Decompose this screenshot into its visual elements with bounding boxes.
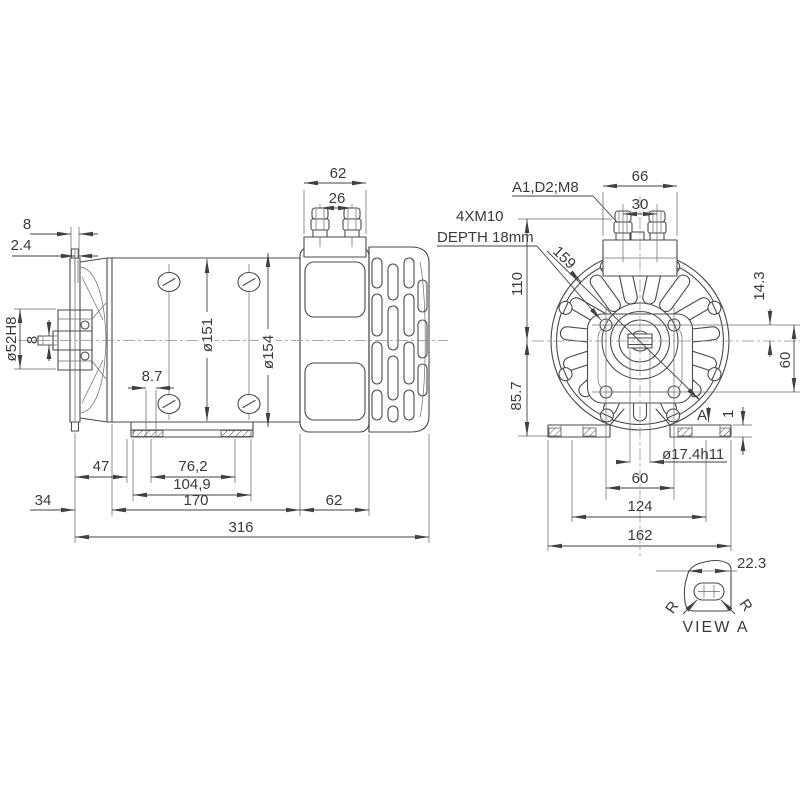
label-tap-size: 4XM10 — [456, 208, 504, 225]
bearing-ball-top — [80, 320, 90, 330]
side-view: 8 2.4 ø52H8 8 ø151 ø154 8.7 — [3, 165, 448, 543]
bearing-ball-bottom — [80, 351, 90, 361]
dim-shaft-dia: ø17.4h11 — [662, 446, 724, 463]
dim-foot-length: 104,9 — [173, 476, 211, 493]
dim-body-dia: ø151 — [199, 318, 216, 352]
view-a-detail: 22.3 R R VIEW A — [656, 555, 766, 636]
dim-shaft-end-width: 22.3 — [737, 555, 766, 572]
dim-spigot-dia: ø52H8 — [3, 316, 20, 361]
keyway-detail — [693, 582, 725, 601]
dim-block-width: 66 — [632, 168, 649, 185]
dim-center-to-foot: 85.7 — [508, 381, 525, 410]
label-terminal-marking: A1,D2;M8 — [512, 179, 579, 196]
dim-fin-dia: 159 — [549, 243, 579, 273]
dim-slot-width: 8.7 — [142, 368, 163, 385]
mounting-foot-side — [130, 421, 254, 438]
dim-flange-gap: 2.4 — [11, 237, 32, 254]
terminal-tab — [630, 231, 645, 241]
dim-flange-to-foot: 47 — [93, 458, 110, 475]
dim-body-length: 170 — [183, 492, 208, 509]
brush-housing — [299, 246, 370, 433]
dim-bell-depth: 34 — [35, 492, 52, 509]
dim-hole-offset: 14.3 — [751, 271, 768, 300]
dim-shaft-tip-dia: 8 — [24, 336, 41, 344]
mounting-feet-front — [547, 408, 732, 438]
dim-center-height: 110 — [509, 272, 526, 296]
dim-foot-hole-spacing: 124 — [627, 498, 652, 515]
side-dimensions: 8 2.4 ø52H8 8 ø151 ø154 8.7 — [3, 165, 430, 543]
body-screws — [157, 271, 261, 415]
front-view: A1,D2;M8 4XM10 DEPTH 18mm 159 66 30 110 … — [437, 168, 800, 556]
view-a-caption: VIEW A — [682, 619, 749, 636]
dim-rear-length: 62 — [326, 492, 343, 509]
bearing-housing — [57, 309, 93, 371]
terminal-studs-side — [310, 204, 362, 247]
dim-hole-spacing-v: 60 — [777, 352, 794, 369]
dim-foot-slot-spacing: 76,2 — [178, 458, 207, 475]
label-tap-depth: DEPTH 18mm — [437, 229, 534, 246]
dim-stud-spacing-side: 26 — [329, 190, 346, 207]
label-radius-left: R — [662, 598, 682, 617]
dim-stud-spacing-front: 30 — [632, 196, 649, 213]
dim-overall-length: 316 — [228, 519, 253, 536]
dim-flange-thickness: 8 — [23, 216, 31, 233]
label-radius-right: R — [736, 596, 756, 615]
terminal-block-side — [303, 236, 367, 258]
access-cover-top — [304, 261, 366, 318]
label-view-arrow: A — [697, 407, 707, 424]
dim-pad-step: 1 — [720, 410, 737, 418]
access-cover-bottom — [304, 362, 366, 421]
rear-cap — [368, 246, 430, 433]
dim-foot-width: 162 — [627, 527, 652, 544]
dim-housing-dia: ø154 — [260, 335, 277, 369]
dim-terminal-width: 62 — [330, 165, 347, 182]
dim-hole-spacing-h: 60 — [632, 470, 649, 487]
